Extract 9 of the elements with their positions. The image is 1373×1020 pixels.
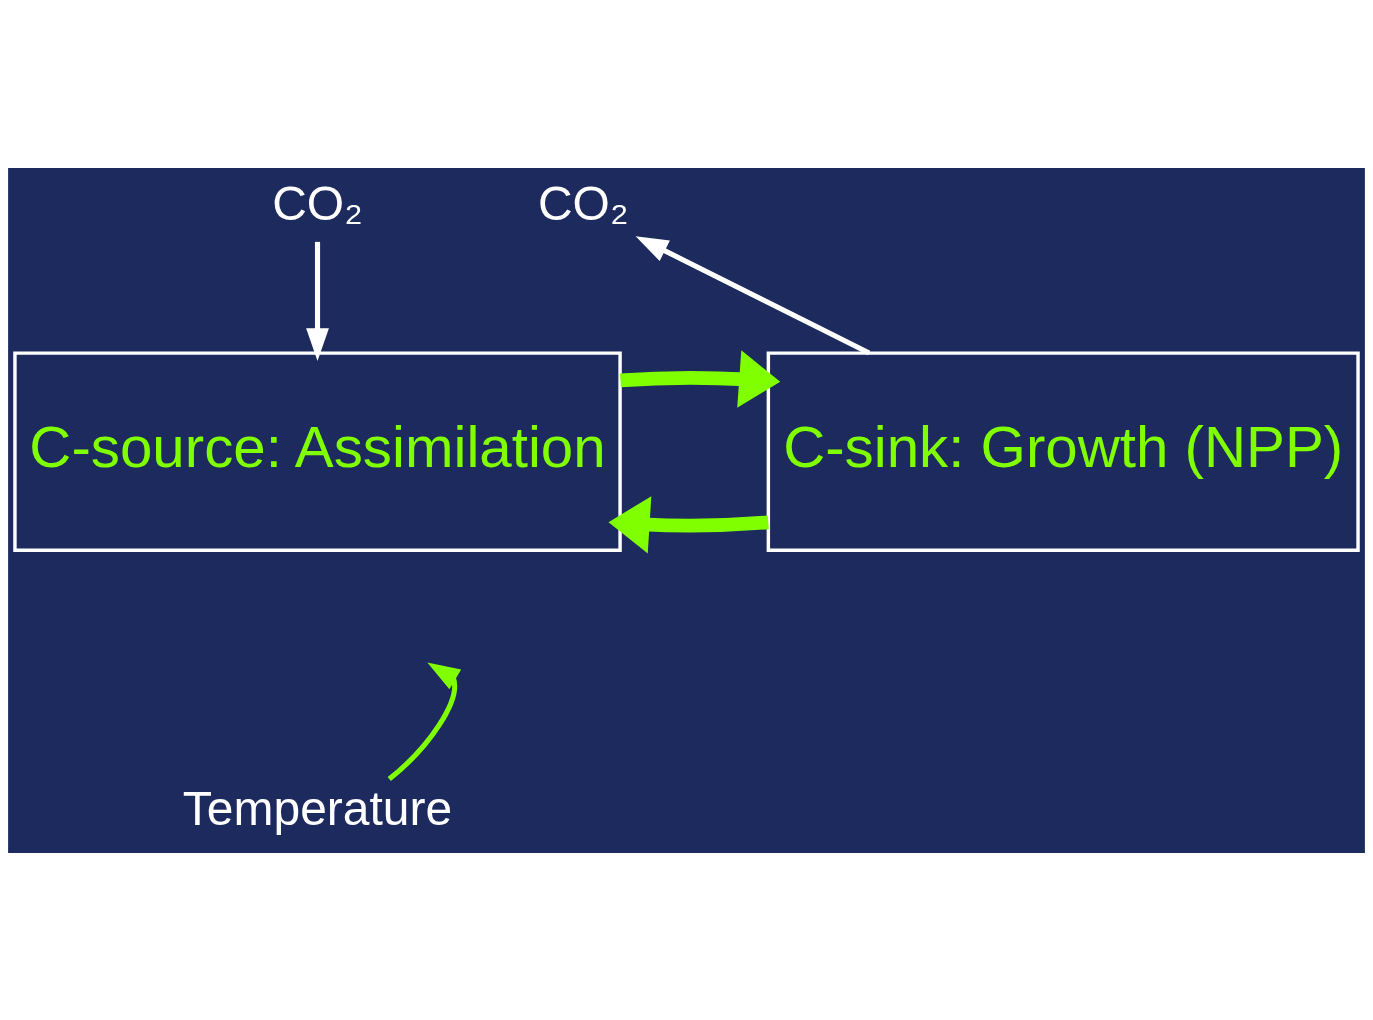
node-text: CO₂ — [537, 176, 629, 230]
arrow — [620, 349, 781, 408]
node-box: C-source: Assimilation — [13, 350, 622, 552]
node-text: CO₂ — [272, 176, 363, 230]
arrow — [635, 235, 871, 355]
arrow — [608, 495, 769, 554]
node-box: C-sink: Growth (NPP) — [766, 350, 1360, 552]
arrow — [306, 241, 329, 361]
node-text: Temperature — [182, 781, 453, 835]
